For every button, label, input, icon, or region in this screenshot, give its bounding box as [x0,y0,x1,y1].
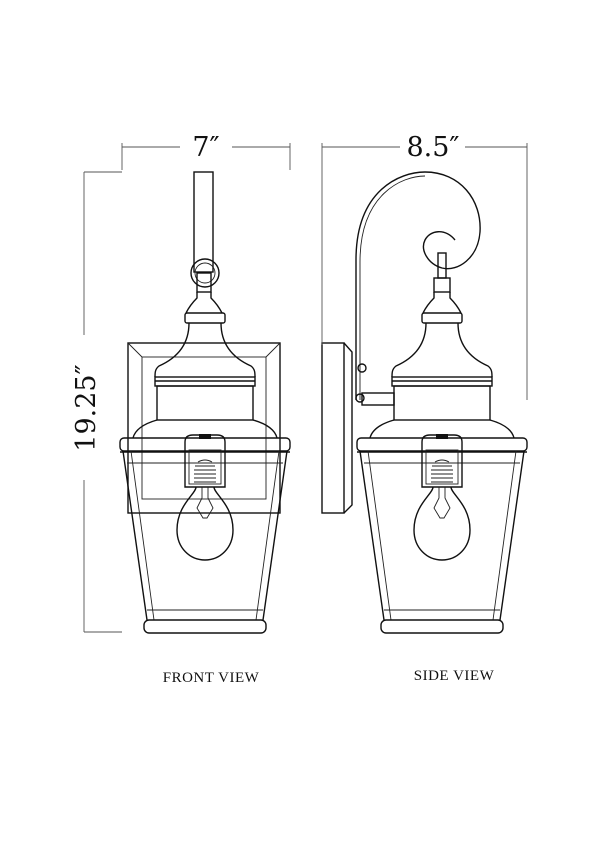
side-scroll-arm [355,171,481,400]
front-view [119,171,291,634]
width-dimension-label: 7″ [192,132,219,163]
side-wall-plate [321,342,345,514]
front-ring [190,258,220,288]
side-lantern-body [356,312,528,634]
side-view [321,171,528,634]
height-dimension-label: 19.25″ [71,364,102,451]
depth-dimension-label: 8.5″ [406,132,459,163]
front-view-label: FRONT VIEW [163,670,260,686]
side-view-label: SIDE VIEW [414,668,495,684]
front-lantern-body [119,312,291,634]
front-mount-rod [193,171,214,273]
depth-dimension: 8.5″ [321,132,528,400]
height-dimension: 19.25″ [71,171,122,633]
front-backplate [127,342,281,514]
width-dimension: 7″ [121,132,291,170]
